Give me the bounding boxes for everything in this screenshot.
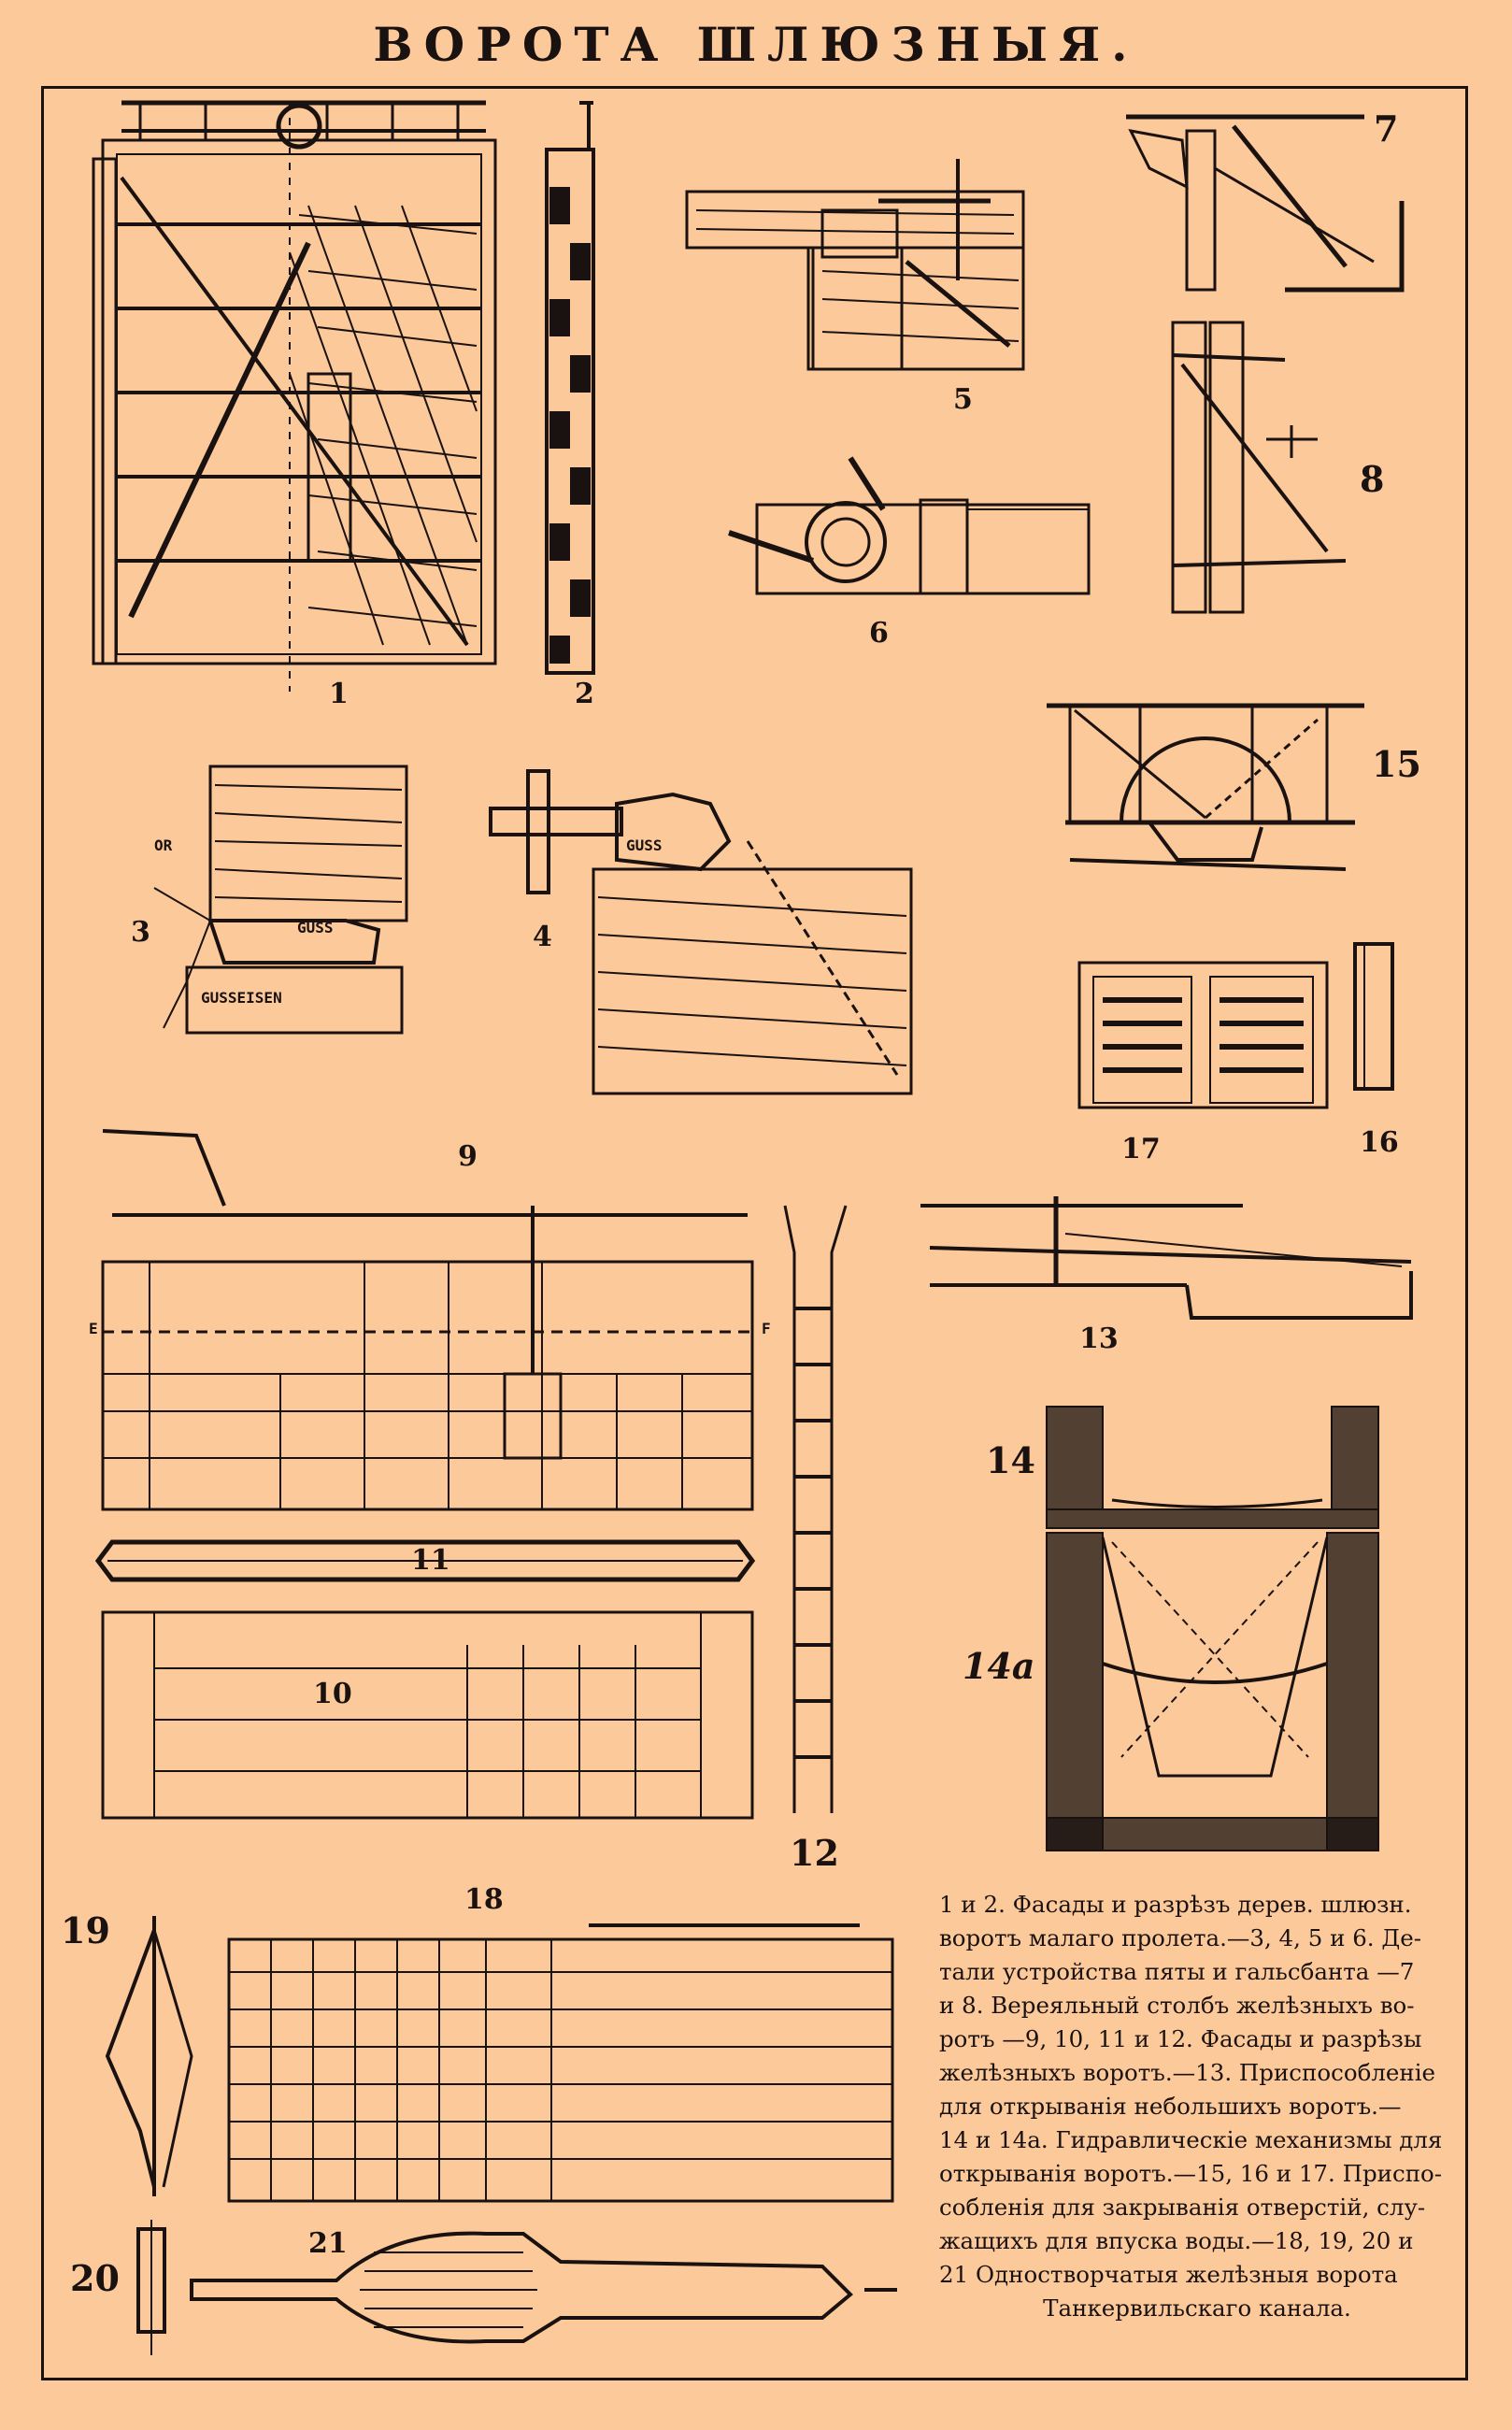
- caption-line: для открыванія небольшихъ воротъ.—: [939, 2093, 1402, 2120]
- figure-6-drawing: [728, 456, 1091, 595]
- label-e: E: [89, 1320, 98, 1337]
- figure-label-20: 20: [70, 2257, 120, 2299]
- caption-line: открыванія воротъ.—15, 16 и 17. Приспо-: [939, 2160, 1443, 2187]
- figure-label-15: 15: [1372, 743, 1421, 785]
- figure-label-12: 12: [790, 1832, 839, 1874]
- page-title: ВОРОТА ШЛЮЗНЫЯ.: [373, 17, 1139, 72]
- figure-1-drawing: [92, 100, 497, 692]
- figure-4-drawing: [489, 769, 913, 1095]
- figure-label-2: 2: [575, 678, 594, 710]
- figure-label-13: 13: [1079, 1322, 1119, 1355]
- label-guss-3: GUSS: [297, 919, 334, 936]
- figure-21-drawing: [190, 2231, 897, 2344]
- caption-line: желѣзныхъ воротъ.—13. Приспособленіе: [939, 2059, 1436, 2086]
- label-or: OR: [154, 836, 173, 854]
- figure-12-drawing: [783, 1205, 848, 1813]
- figure-14a-drawing: [1046, 1532, 1379, 1851]
- figure-label-11: 11: [411, 1544, 450, 1577]
- figure-14-drawing: [1046, 1406, 1379, 1529]
- figure-9-drawing: [101, 1129, 754, 1511]
- caption-line: воротъ малаго пролета.—3, 4, 5 и 6. Де-: [939, 1924, 1422, 1951]
- figure-label-10: 10: [313, 1678, 352, 1710]
- figure-label-14a: 14a: [963, 1645, 1035, 1687]
- caption-line: жащихъ для впуска воды.—18, 19, 20 и: [939, 2227, 1414, 2254]
- figure-label-1: 1: [329, 678, 349, 710]
- figure-10-drawing: [101, 1610, 754, 1820]
- figure-label-4: 4: [533, 921, 552, 953]
- figure-8-drawing: [1171, 321, 1347, 614]
- figure-label-17: 17: [1121, 1133, 1161, 1165]
- figure-label-9: 9: [458, 1140, 478, 1173]
- caption-line: собленія для закрыванія отверстій, слу-: [939, 2194, 1426, 2221]
- figure-label-16: 16: [1360, 1126, 1399, 1159]
- figure-label-8: 8: [1360, 458, 1385, 500]
- caption-text: 1 и 2. Фасады и разрѣзъ дерев. шлюзн. во…: [939, 1888, 1455, 2325]
- caption-line: ротъ —9, 10, 11 и 12. Фасады и разрѣзы: [939, 2025, 1422, 2052]
- figure-7-drawing: [1126, 114, 1405, 293]
- figure-label-19: 19: [61, 1909, 110, 1951]
- plate-frame: [41, 86, 1468, 2380]
- figure-17-drawing: [1077, 961, 1329, 1109]
- figure-label-18: 18: [464, 1883, 504, 1916]
- figure-16-drawing: [1353, 942, 1394, 1091]
- figure-label-7: 7: [1374, 107, 1399, 150]
- caption-line: 21 Одностворчатыя желѣзныя ворота: [939, 2261, 1398, 2288]
- label-guss-4: GUSS: [626, 836, 663, 854]
- caption-line: 14 и 14а. Гидравлическіе механизмы для: [939, 2126, 1443, 2153]
- figure-11-drawing: [94, 1539, 756, 1582]
- figure-label-21: 21: [308, 2227, 348, 2260]
- caption-line: тали устройства пяты и гальсбанта —7: [939, 1958, 1415, 1985]
- figure-2-drawing: [545, 101, 595, 675]
- figure-15-drawing: [1047, 703, 1364, 871]
- figure-20-drawing: [136, 2220, 166, 2355]
- label-gusseisen: GUSSEISEN: [201, 989, 282, 1007]
- figure-label-3: 3: [131, 916, 150, 949]
- figure-label-6: 6: [869, 617, 889, 650]
- figure-19-drawing: [105, 1916, 193, 2196]
- figure-label-14: 14: [986, 1439, 1035, 1481]
- caption-line: 1 и 2. Фасады и разрѣзъ дерев. шлюзн.: [939, 1891, 1412, 1918]
- caption-line: и 8. Вереяльный столбъ желѣзныхъ во-: [939, 1992, 1415, 2019]
- figure-label-5: 5: [953, 383, 973, 416]
- label-f: F: [762, 1320, 771, 1337]
- figure-3-drawing: [153, 765, 408, 1035]
- figure-5-drawing: [685, 159, 1025, 371]
- caption-last-line: Танкервильскаго канала.: [1043, 2294, 1351, 2322]
- figure-18-drawing: [227, 1923, 894, 2203]
- figure-13-drawing: [920, 1196, 1413, 1320]
